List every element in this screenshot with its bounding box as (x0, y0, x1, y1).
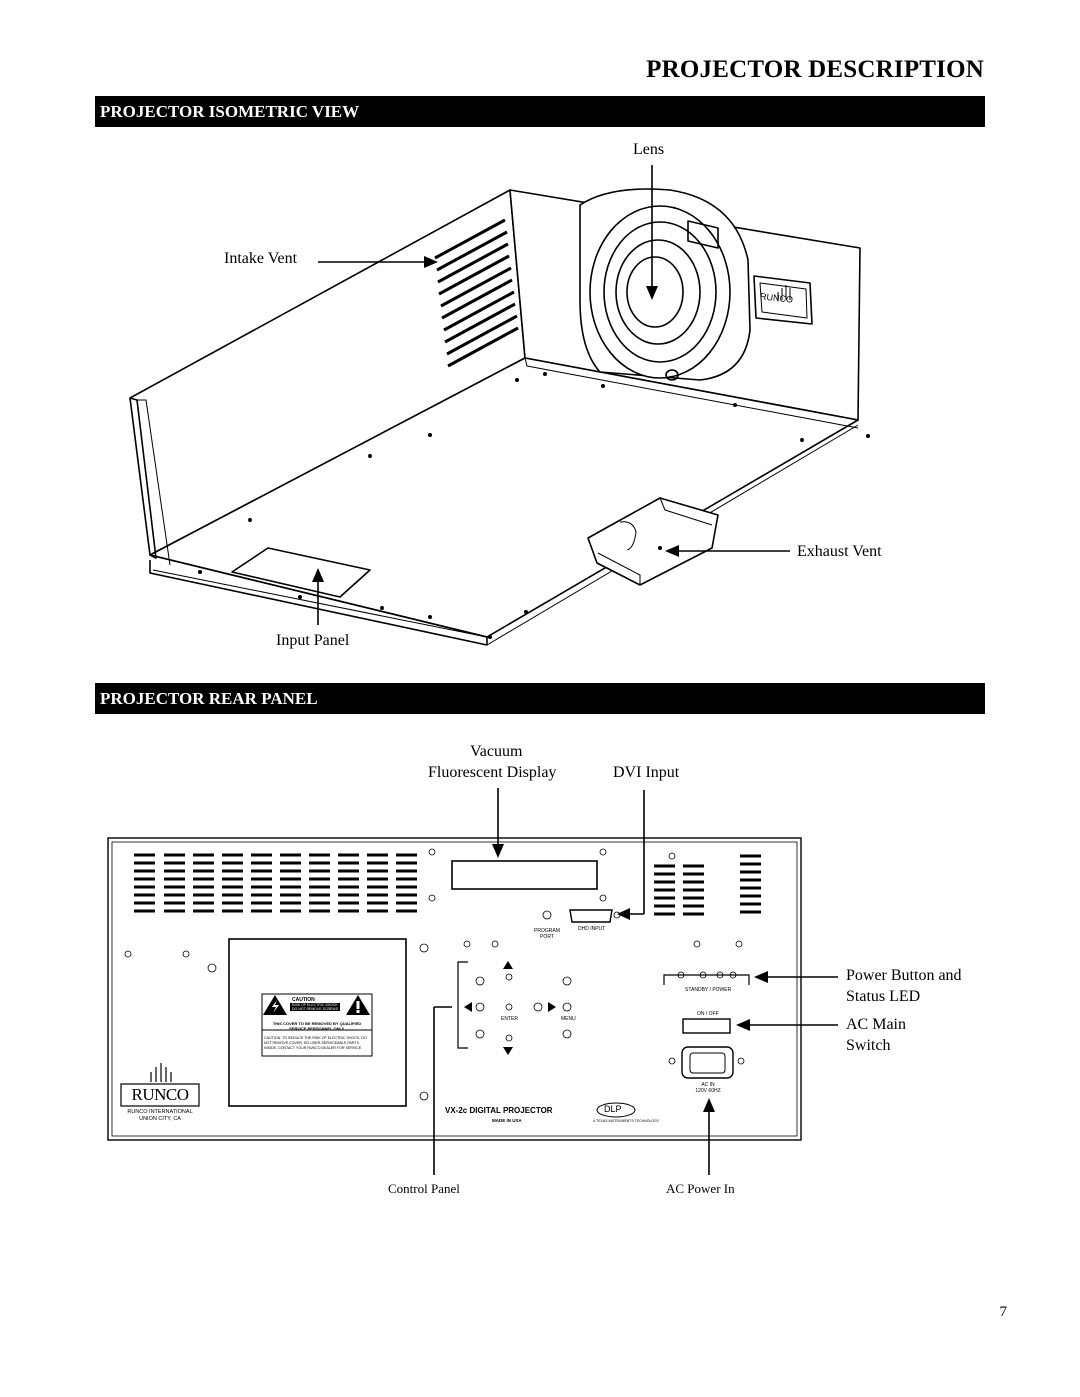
rear-vent-grille-right (654, 854, 761, 916)
standby-power-label: STANDBY / POWER (685, 987, 732, 993)
caution-body-text: CAUTION: TO REDUCE THE RISK OF ELECTRIC … (264, 1036, 367, 1050)
label-status-led: Status LED (846, 988, 921, 1005)
label-ac-power-in: AC Power In (666, 1181, 735, 1196)
label-switch: Switch (846, 1037, 891, 1054)
page-title: PROJECTOR DESCRIPTION (646, 56, 984, 83)
dlp-tagline: A TEXAS INSTRUMENTS TECHNOLOGY (593, 1119, 660, 1123)
model-name: VX-2c DIGITAL PROJECTOR (445, 1106, 553, 1115)
menu-button-label: MENU (561, 1016, 576, 1022)
runco-logo: RUNCO (131, 1085, 189, 1104)
section-heading-rear-panel: PROJECTOR REAR PANEL (95, 683, 985, 714)
label-intake-vent: Intake Vent (224, 250, 298, 267)
label-lens: Lens (633, 141, 665, 158)
dhd-input-label: DHD INPUT (578, 926, 606, 932)
label-fluorescent-display: Fluorescent Display (428, 764, 557, 781)
label-vacuum: Vacuum (470, 743, 523, 760)
made-in-usa: MADE IN USA (492, 1118, 522, 1123)
label-power-button: Power Button and (846, 967, 962, 984)
label-input-panel: Input Panel (276, 632, 350, 649)
dlp-logo: DLP (604, 1104, 622, 1114)
rear-vent-grille-left (134, 853, 417, 913)
control-panel-arrow-icons (464, 961, 556, 1055)
projector-badge-antenna (777, 285, 791, 300)
runco-logo-antenna (150, 1063, 172, 1082)
caution-heading: CAUTION (292, 997, 315, 1003)
label-dvi-input: DVI Input (613, 764, 680, 781)
label-control-panel: Control Panel (388, 1181, 460, 1196)
page-number: 7 (999, 1304, 1008, 1320)
enter-button-label: ENTER (501, 1016, 518, 1022)
section-heading-isometric: PROJECTOR ISOMETRIC VIEW (95, 96, 985, 127)
label-ac-main: AC Main (846, 1016, 906, 1033)
label-exhaust-vent: Exhaust Vent (797, 543, 882, 560)
on-off-label: ON / OFF (697, 1011, 719, 1017)
